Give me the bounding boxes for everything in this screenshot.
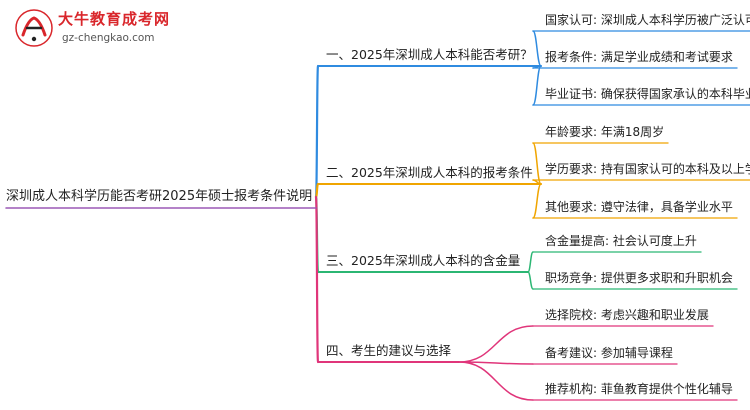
leaf-item: 毕业证书: 确保获得国家承认的本科毕业证书 — [545, 87, 750, 101]
leaf-item: 含金量提高: 社会认可度上升 — [545, 234, 697, 248]
root-topic: 深圳成人本科学历能否考研2025年硕士报考条件说明 — [6, 189, 313, 204]
branch-topic-3: 三、2025年深圳成人本科的含金量 — [326, 253, 521, 268]
leaf-item: 备考建议: 参加辅导课程 — [545, 346, 673, 360]
branch-leaf-connector — [532, 65, 542, 106]
branch-leaf-connector — [458, 361, 534, 365]
branch-topic-2: 二、2025年深圳成人本科的报考条件 — [326, 165, 533, 180]
branch-leaf-connector — [458, 361, 534, 401]
branch-leaf-connector — [532, 183, 542, 219]
branch-leaf-connector — [458, 325, 534, 363]
brand-logo: 大牛教育成考网 gz-chengkao.com — [6, 2, 206, 56]
leaf-item: 国家认可: 深圳成人本科学历被广泛认可 — [545, 13, 750, 27]
branch-leaf-connector — [532, 142, 542, 185]
leaf-item: 选择院校: 考虑兴趣和职业发展 — [545, 308, 709, 322]
branch-topic-1: 一、2025年深圳成人本科能否考研？ — [326, 47, 533, 62]
root-branch-connector — [314, 195, 320, 364]
leaf-item: 报考条件: 满足学业成绩和考试要求 — [545, 50, 733, 64]
logo-title: 大牛教育成考网 — [58, 10, 171, 28]
leaf-item: 其他要求: 遵守法律，具备学业水平 — [545, 200, 733, 214]
root-branch-connector — [314, 64, 320, 199]
leaf-item: 年龄要求: 年满18周岁 — [545, 125, 665, 139]
logo-mark-icon — [15, 9, 53, 47]
branch-topic-4: 四、考生的建议与选择 — [326, 343, 452, 358]
branch-leaf-connector — [527, 251, 534, 273]
logo-url: gz-chengkao.com — [62, 32, 155, 44]
branch-leaf-connector — [532, 30, 542, 67]
leaf-item: 学历要求: 持有国家认可的本科及以上学历 — [545, 162, 750, 176]
leaf-item: 推荐机构: 菲鱼教育提供个性化辅导 — [545, 382, 733, 396]
leaf-item: 职场竞争: 提供更多求职和升职机会 — [545, 271, 733, 285]
branch-leaf-connector — [527, 271, 534, 290]
